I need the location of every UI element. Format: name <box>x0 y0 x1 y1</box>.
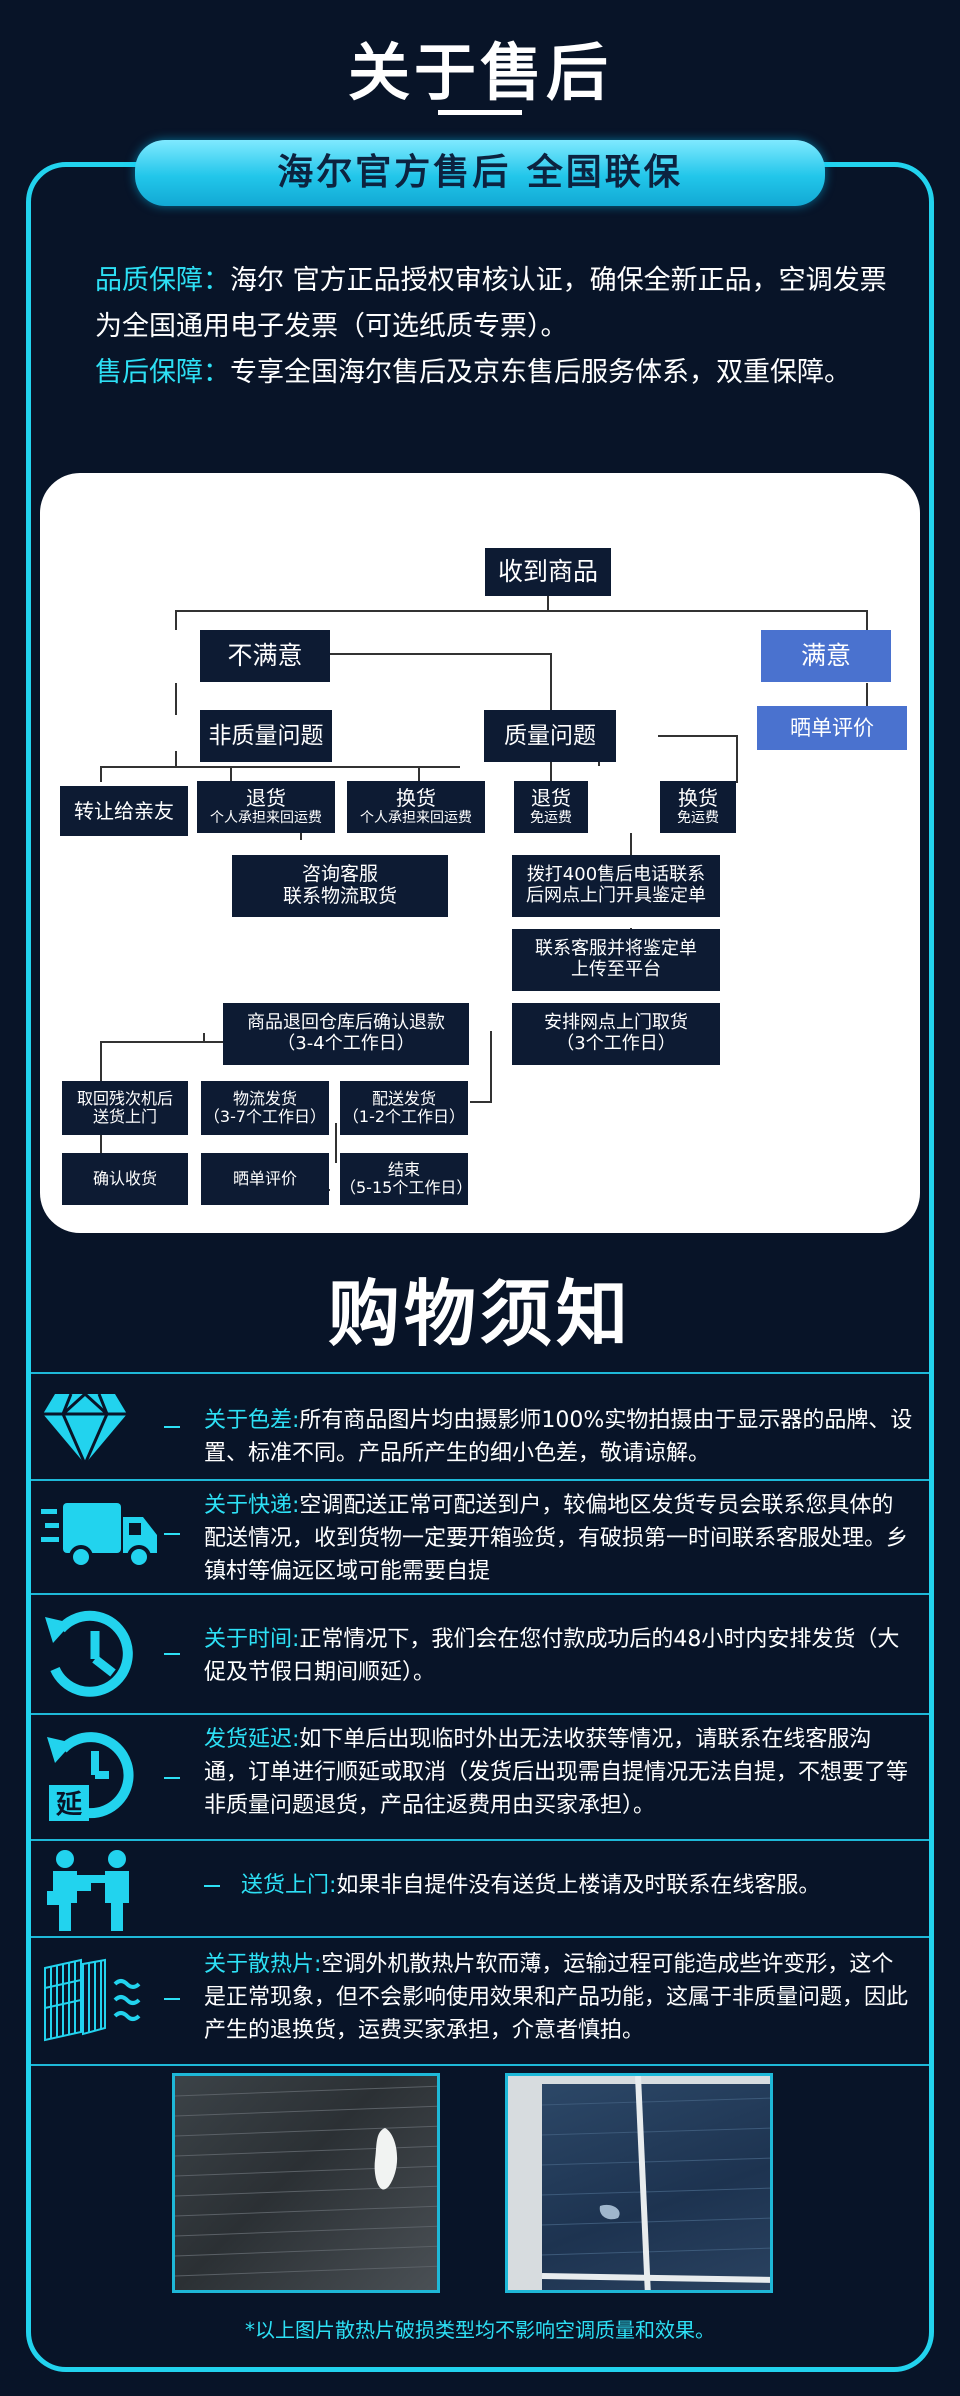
notice-body: 所有商品图片均由摄影师100%实物拍摄由于显示器的品牌、设置、标准不同。产品所产… <box>204 1408 913 1466</box>
flow-pickup-line2: （3个工作日） <box>556 1033 676 1054</box>
delivery-person-icon <box>41 1847 141 1937</box>
clock-icon <box>41 1607 141 1705</box>
flow-exchange-nq-title: 换货 <box>396 786 436 811</box>
flow-quality: 质量问题 <box>484 710 616 762</box>
delay-icon-text: 延 <box>55 1790 83 1820</box>
diamond-icon <box>41 1386 129 1474</box>
flow-exchange-nq-sub: 个人承担来回运费 <box>360 810 472 827</box>
notice-row: 关于散热片:空调外机散热片软而薄，运输过程可能造成些许变形，这个是正常现象，但不… <box>31 1936 929 2066</box>
flow-consult: 咨询客服 联系物流取货 <box>232 855 448 917</box>
notice-text: 关于时间:正常情况下，我们会在您付款成功后的48小时内安排发货（大促及节假日期间… <box>204 1623 914 1689</box>
flow-transfer: 转让给亲友 <box>60 786 188 836</box>
flow-refund-line1: 商品退回仓库后确认退款 <box>247 1012 445 1034</box>
flow-call-400: 拨打400售后电话联系 后网点上门开具鉴定单 <box>512 855 720 917</box>
notice-text: 送货上门:如果非自提件没有送货上楼请及时联系在线客服。 <box>241 1869 951 1902</box>
flow-consult-line2: 联系物流取货 <box>282 885 397 907</box>
notice-title: 购物须知 <box>327 1272 632 1356</box>
flow-exchange-q: 换货 免运费 <box>660 781 736 833</box>
notice-text: 发货延迟:如下单后出现临时外出无法收获等情况，请联系在线客服沟通，订单进行顺延或… <box>204 1723 914 1822</box>
service-text: 专享全国海尔售后及京东售后服务体系，双重保障。 <box>230 357 851 388</box>
flow-takeback-line1: 取回残次机后 <box>76 1088 173 1108</box>
notice-body: 正常情况下，我们会在您付款成功后的48小时内安排发货（大促及节假日期间顺延）。 <box>204 1627 900 1685</box>
flow-confirm: 确认收货 <box>62 1153 188 1205</box>
notice-row: 关于时间:正常情况下，我们会在您付款成功后的48小时内安排发货（大促及节假日期间… <box>31 1593 929 1713</box>
notice-row: 关于快递:空调配送正常可配送到户，较偏地区发货专员会联系您具体的配送情况，收到货… <box>31 1479 929 1593</box>
page-title: 关于售后 <box>347 36 612 109</box>
flow-exchange-q-title: 换货 <box>678 786 718 811</box>
flow-end-line1: 结束 <box>387 1159 420 1179</box>
flow-received: 收到商品 <box>485 548 611 596</box>
notice-label: 关于色差: <box>204 1408 300 1433</box>
damaged-fins-photo-2 <box>505 2073 773 2293</box>
delay-clock-icon: 延 <box>41 1727 141 1831</box>
notice-body: 空调配送正常可配送到户，较偏地区发货专员会联系您具体的配送情况，收到货物一定要开… <box>204 1493 909 1584</box>
flow-unsatisfied: 不满意 <box>200 630 330 682</box>
service-guarantee: 售后保障：专享全国海尔售后及京东售后服务体系，双重保障。 <box>95 350 895 396</box>
flow-non-quality: 非质量问题 <box>200 710 332 762</box>
notice-body: 如果非自提件没有送货上楼请及时联系在线客服。 <box>336 1873 821 1898</box>
flow-return-nq-sub: 个人承担来回运费 <box>210 810 322 827</box>
flow-logistics-line2: （3-7个工作日） <box>203 1107 327 1126</box>
flow-upload-line1: 联系客服并将鉴定单 <box>535 938 697 960</box>
quality-guarantee: 品质保障：海尔 官方正品授权审核认证，确保全新正品，空调发票为全国通用电子发票（… <box>95 258 895 350</box>
notice-text: 关于色差:所有商品图片均由摄影师100%实物拍摄由于显示器的品牌、设置、标准不同… <box>204 1404 914 1470</box>
flow-exchange-nq: 换货 个人承担来回运费 <box>347 781 485 833</box>
flow-takeback: 取回残次机后 送货上门 <box>62 1081 188 1135</box>
notice-label: 关于散热片: <box>204 1952 322 1977</box>
notice-label: 送货上门: <box>241 1873 337 1898</box>
notice-body: 如下单后出现临时外出无法收获等情况，请联系在线客服沟通，订单进行顺延或取消（发货… <box>204 1727 909 1818</box>
notice-row: 送货上门:如果非自提件没有送货上楼请及时联系在线客服。 <box>31 1839 929 1936</box>
flow-delivery-line1: 配送发货 <box>371 1088 436 1108</box>
flow-upload: 联系客服并将鉴定单 上传至平台 <box>512 929 720 991</box>
flow-consult-line1: 咨询客服 <box>301 863 378 886</box>
damaged-fins-photo-1 <box>172 2073 440 2293</box>
flow-refund-line2: （3-4个工作日） <box>277 1033 415 1054</box>
after-sales-flowchart: 收到商品 不满意 满意 晒单评价 非质量问题 质量问题 转让给亲友 退货 个人承… <box>40 473 920 1233</box>
service-label: 售后保障： <box>95 357 230 388</box>
service-banner: 海尔官方售后 全国联保 <box>135 140 825 206</box>
flow-return-q-title: 退货 <box>531 786 571 811</box>
flow-return-q-sub: 免运费 <box>530 810 572 827</box>
notice-label: 发货延迟: <box>204 1727 300 1752</box>
flow-return-nq-title: 退货 <box>246 786 286 811</box>
flow-call-line2: 后网点上门开具鉴定单 <box>526 885 706 906</box>
flow-upload-line2: 上传至平台 <box>571 959 661 980</box>
flow-pickup: 安排网点上门取货 （3个工作日） <box>512 1003 720 1065</box>
notice-row: 延 发货延迟:如下单后出现临时外出无法收获等情况，请联系在线客服沟通，订单进行顺… <box>31 1713 929 1839</box>
flow-review-bottom: 晒单评价 <box>201 1153 329 1205</box>
flow-review-top: 晒单评价 <box>757 706 907 750</box>
flow-call-line1: 拨打400售后电话联系 <box>526 864 706 886</box>
flow-return-nq: 退货 个人承担来回运费 <box>197 781 335 833</box>
flow-end-line2: （5-15个工作日） <box>340 1178 473 1197</box>
flow-pickup-line1: 安排网点上门取货 <box>544 1012 688 1034</box>
notice-body: 空调外机散热片软而薄，运输过程可能造成些许变形，这个是正常现象，但不会影响使用效… <box>204 1952 909 2043</box>
notice-label: 关于快递: <box>204 1493 300 1518</box>
radiator-fins-icon <box>41 1958 151 2046</box>
notice-text: 关于快递:空调配送正常可配送到户，较偏地区发货专员会联系您具体的配送情况，收到货… <box>204 1489 914 1588</box>
truck-icon <box>41 1495 161 1583</box>
quality-label: 品质保障： <box>95 265 230 296</box>
flow-return-q: 退货 免运费 <box>514 781 588 833</box>
flow-delivery: 配送发货 （1-2个工作日） <box>340 1081 468 1135</box>
quality-text: 海尔 官方正品授权审核认证，确保全新正品，空调发票为全国通用电子发票（可选纸质专… <box>95 265 887 342</box>
notice-text: 关于散热片:空调外机散热片软而薄，运输过程可能造成些许变形，这个是正常现象，但不… <box>204 1948 914 2047</box>
flow-end: 结束 （5-15个工作日） <box>340 1153 473 1205</box>
notice-row: 关于色差:所有商品图片均由摄影师100%实物拍摄由于显示器的品牌、设置、标准不同… <box>31 1372 929 1479</box>
title-underline <box>438 110 522 115</box>
notice-label: 关于时间: <box>204 1627 300 1652</box>
flow-delivery-line2: （1-2个工作日） <box>342 1107 466 1126</box>
flow-takeback-line2: 送货上门 <box>92 1107 157 1126</box>
photo-caption: *以上图片散热片破损类型均不影响空调质量和效果。 <box>245 2318 715 2342</box>
flow-logistics-line1: 物流发货 <box>232 1088 297 1108</box>
flow-refund: 商品退回仓库后确认退款 （3-4个工作日） <box>223 1003 469 1065</box>
flow-exchange-q-sub: 免运费 <box>677 810 719 827</box>
flow-satisfied: 满意 <box>761 630 891 682</box>
flow-logistics: 物流发货 （3-7个工作日） <box>201 1081 329 1135</box>
